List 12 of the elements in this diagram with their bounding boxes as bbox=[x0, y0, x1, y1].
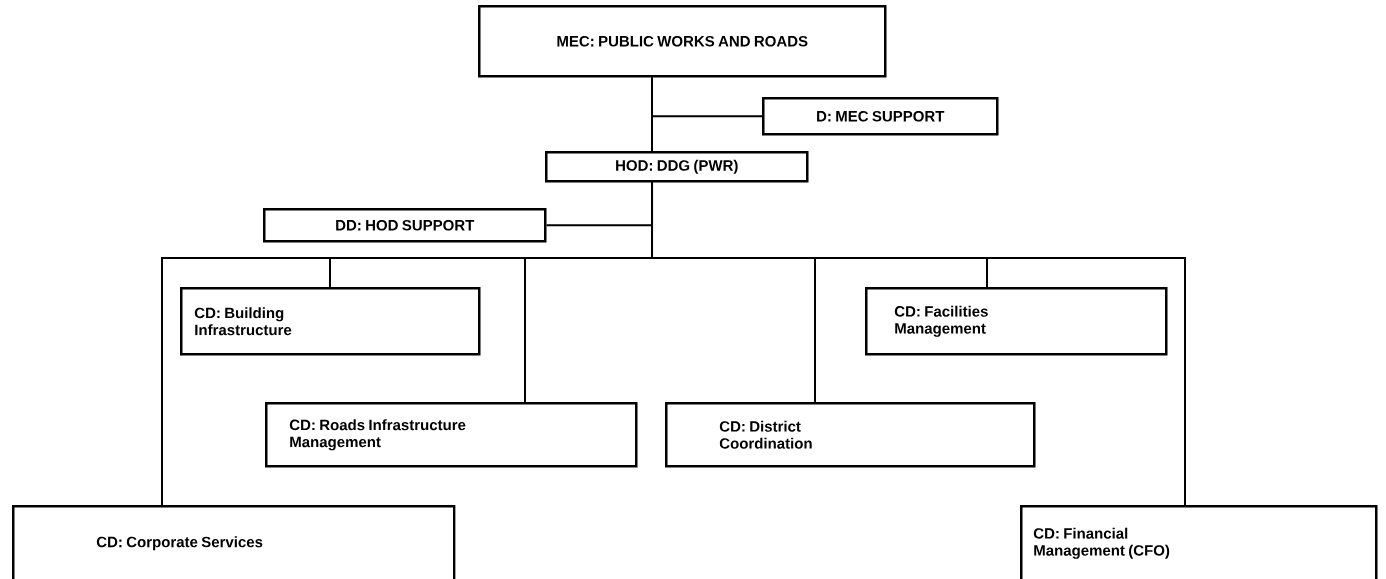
org-box: CD: Roads Infrastructure Management bbox=[265, 402, 638, 468]
org-box: DD: HOD SUPPORT bbox=[263, 208, 547, 243]
org-box: D: MEC SUPPORT bbox=[762, 97, 999, 136]
connector-line bbox=[651, 181, 1186, 506]
org-box: CD: Building Infrastructure bbox=[180, 287, 481, 356]
org-box: CD: District Coordination bbox=[665, 402, 1036, 468]
connector-line bbox=[651, 76, 653, 152]
org-box: CD: Corporate Services bbox=[12, 505, 456, 579]
org-box: MEC: PUBLIC WORKS AND ROADS bbox=[478, 5, 887, 78]
org-box: CD: Facilities Management bbox=[865, 287, 1168, 356]
org-box: CD: Financial Management (CFO) bbox=[1020, 505, 1378, 579]
org-box: HOD: DDG (PWR) bbox=[545, 151, 809, 183]
